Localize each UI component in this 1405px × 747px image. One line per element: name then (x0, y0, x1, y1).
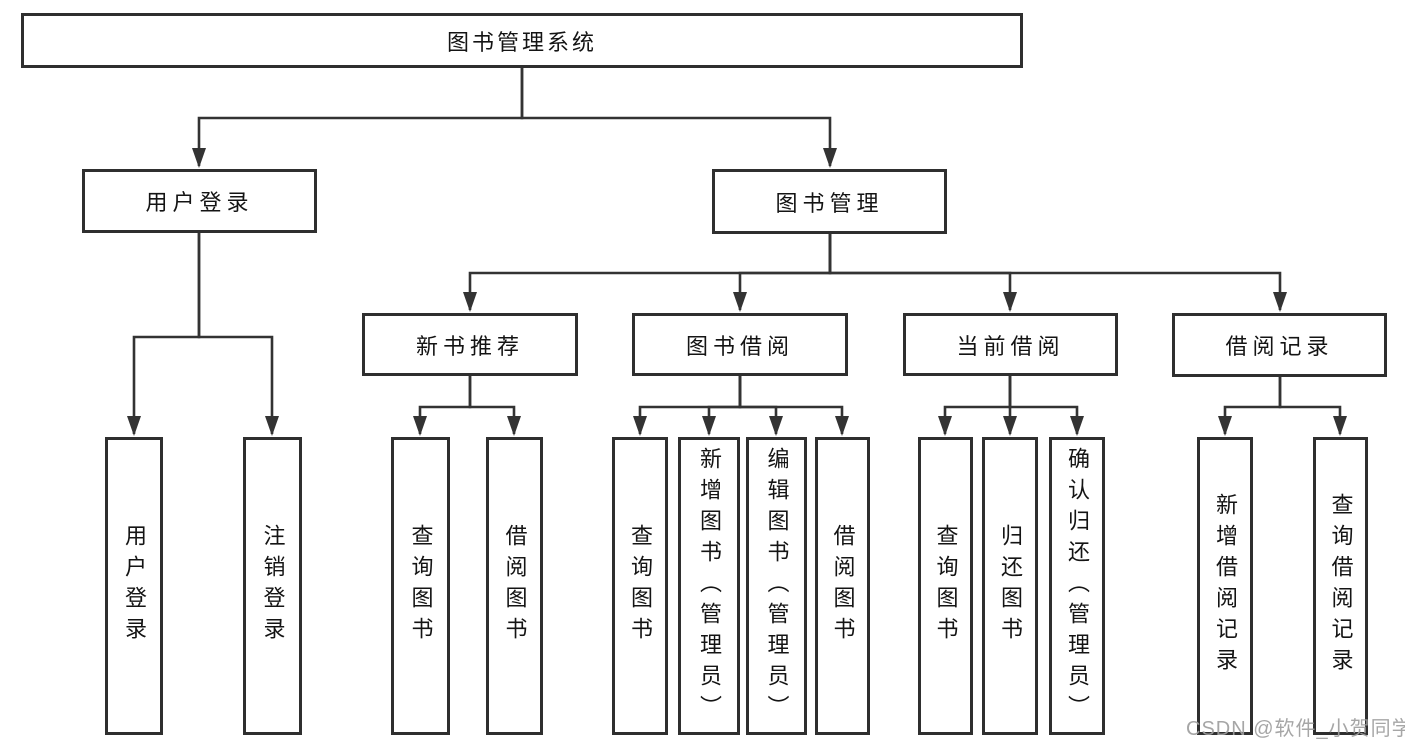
node-user-login: 用户登录 (82, 169, 317, 233)
leaf-add-books-admin: 新增图书（管理员） (678, 437, 740, 735)
leaf-user-login: 用户登录 (105, 437, 163, 735)
node-label: 图书借阅 (685, 333, 794, 359)
connector-recommend-to-borrow (468, 376, 521, 436)
node-label: 注销登录 (260, 524, 286, 648)
node-library-management-system: 图书管理系统 (21, 13, 1023, 68)
leaf-borrow-books-borrowing: 借阅图书 (815, 437, 870, 735)
node-label: 查询图书 (408, 524, 434, 648)
node-label: 用户登录 (145, 190, 254, 215)
leaf-logout: 注销登录 (243, 437, 302, 735)
node-label: 图书管理 (775, 190, 884, 216)
csdn-watermark: CSDN @软件_小贺同学 (1186, 718, 1405, 740)
connector-borrow-to-add (702, 376, 742, 436)
node-label: 图书管理系统 (446, 29, 597, 55)
connector-borrow-to-query (633, 376, 742, 436)
leaf-edit-books-admin: 编辑图书（管理员） (746, 437, 807, 735)
connector-borrow-to-edit (738, 376, 783, 436)
node-label: 用户登录 (122, 524, 147, 648)
node-label: 查询借阅记录 (1328, 493, 1354, 679)
node-borrowing-records: 借阅记录 (1172, 313, 1387, 377)
node-label: 编辑图书（管理员） (764, 446, 790, 726)
connector-current-to-confirm (1008, 376, 1084, 436)
connector-root-to-user-login (192, 68, 524, 168)
node-label: 借阅记录 (1225, 334, 1334, 359)
connector-login-to-leaf-login (127, 233, 201, 436)
node-label: 查询图书 (628, 524, 653, 648)
connector-borrow-to-lend (738, 376, 849, 436)
connector-root-to-book-mgmt (520, 68, 837, 168)
leaf-query-books-borrowing: 查询图书 (612, 437, 668, 735)
node-label: 借阅图书 (502, 524, 528, 648)
connector-records-to-query (1278, 377, 1347, 436)
node-label: 确认归还（管理员） (1065, 446, 1090, 726)
node-book-borrowing: 图书借阅 (632, 313, 848, 376)
leaf-query-books-recommend: 查询图书 (391, 437, 450, 735)
node-label: 新增借阅记录 (1213, 493, 1238, 679)
node-label: 新增图书（管理员） (697, 446, 722, 726)
connector-current-to-query (938, 376, 1012, 436)
node-book-management: 图书管理 (712, 169, 947, 234)
connector-mgmt-to-records (828, 234, 1287, 312)
node-label: 查询图书 (933, 524, 959, 648)
leaf-return-books: 归还图书 (982, 437, 1038, 735)
connector-mgmt-to-borrow (733, 234, 832, 312)
leaf-query-borrow-record: 查询借阅记录 (1313, 437, 1368, 735)
node-label: 归还图书 (998, 524, 1023, 648)
node-label: 借阅图书 (830, 524, 856, 648)
node-new-book-recommend: 新书推荐 (362, 313, 578, 376)
node-current-borrowing: 当前借阅 (903, 313, 1118, 376)
node-label: 新书推荐 (415, 333, 524, 359)
connector-recommend-to-query (413, 376, 472, 436)
leaf-confirm-return-admin: 确认归还（管理员） (1049, 437, 1105, 735)
connector-login-to-leaf-logout (197, 233, 279, 436)
leaf-borrow-books-recommend: 借阅图书 (486, 437, 543, 735)
leaf-query-books-current: 查询图书 (918, 437, 973, 735)
connector-records-to-add (1218, 377, 1282, 436)
leaf-add-borrow-record: 新增借阅记录 (1197, 437, 1253, 735)
node-label: 当前借阅 (956, 333, 1065, 359)
